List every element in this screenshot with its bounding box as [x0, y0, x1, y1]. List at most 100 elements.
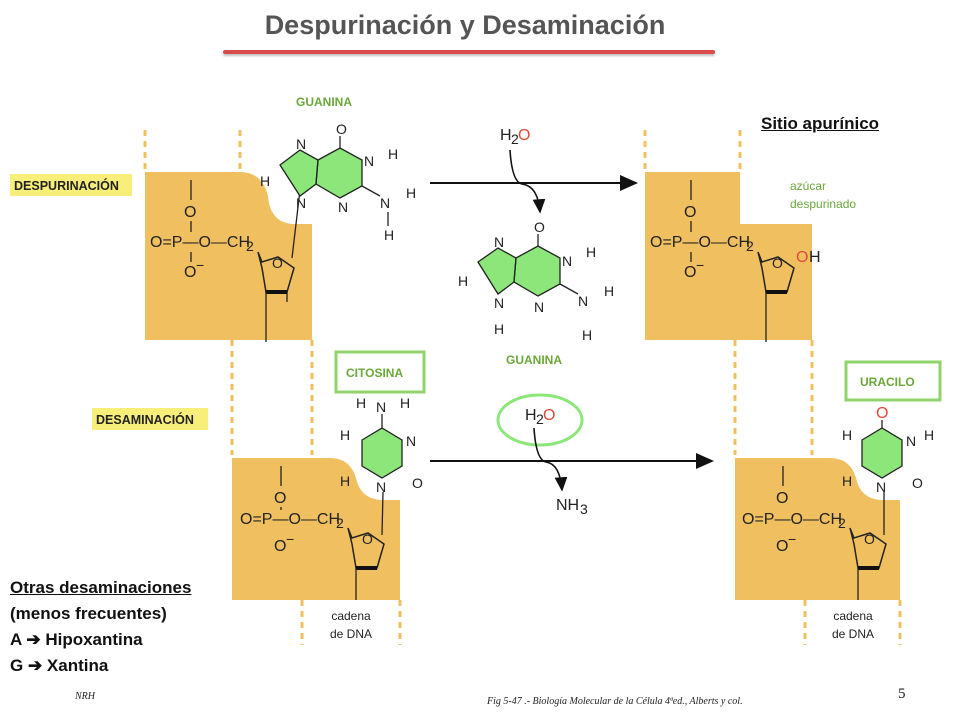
- svg-text:−: −: [696, 257, 704, 273]
- svg-text:O: O: [412, 475, 423, 491]
- svg-text:H: H: [842, 427, 852, 443]
- svg-text:N: N: [406, 433, 416, 449]
- cadena-left-line1: cadena: [331, 609, 371, 623]
- svg-text:H: H: [458, 273, 468, 289]
- svg-text:N: N: [876, 479, 886, 495]
- svg-text:H: H: [924, 427, 934, 443]
- svg-text:O: O: [772, 255, 783, 271]
- svg-text:−: −: [788, 531, 796, 547]
- svg-text:N: N: [296, 195, 306, 211]
- title-underline: [223, 50, 715, 54]
- cadena-left-line2: de DNA: [330, 627, 372, 641]
- svg-text:N: N: [534, 299, 544, 315]
- svg-text:H: H: [582, 327, 592, 343]
- note-heading: Otras desaminaciones: [10, 578, 192, 597]
- svg-text:N: N: [906, 433, 916, 449]
- apurinic-site-callout: Sitio apurínico: [761, 114, 880, 133]
- desaminacion-label-bg: [92, 408, 208, 430]
- desaminacion-label: DESAMINACIÓN: [96, 412, 194, 427]
- svg-text:O=P—O—CH: O=P—O—CH: [240, 511, 340, 528]
- cadena-right-line2: de DNA: [832, 627, 874, 641]
- svg-text:H: H: [356, 395, 366, 411]
- svg-text:2: 2: [536, 411, 544, 427]
- svg-text:O=P—O—CH: O=P—O—CH: [742, 511, 842, 528]
- uracilo-box: [844, 360, 942, 402]
- svg-text:N: N: [494, 234, 504, 250]
- svg-text:2: 2: [336, 515, 344, 531]
- cadena-right-line1: cadena: [833, 609, 873, 623]
- svg-text:O: O: [534, 219, 545, 235]
- note-item-g: G ➔ Xantina: [10, 656, 109, 675]
- svg-text:H: H: [340, 473, 350, 489]
- backbone-bottom-right: [735, 458, 902, 645]
- guanine-free: N N N N H H O H N H H: [458, 219, 614, 343]
- svg-text:H: H: [384, 227, 394, 243]
- svg-text:N: N: [376, 479, 386, 495]
- svg-text:H: H: [494, 321, 504, 337]
- svg-text:2: 2: [838, 515, 846, 531]
- citosina-label: CITOSINA: [346, 366, 403, 380]
- svg-text:O: O: [776, 538, 788, 555]
- phosphate-sugar-top-left: O O=P—O—CH2 O− O: [150, 180, 301, 342]
- svg-text:O: O: [184, 204, 196, 221]
- note-subheading: (menos frecuentes): [10, 604, 167, 623]
- svg-text:O: O: [876, 405, 888, 422]
- phosphate-sugar-top-right: O O=P—O—CH2 O− O O H: [650, 180, 821, 342]
- figure-citation: Fig 5-47 .- Biología Molecular de la Cél…: [487, 696, 743, 707]
- svg-text:H: H: [406, 185, 416, 201]
- svg-text:2: 2: [246, 238, 254, 254]
- svg-text:N: N: [376, 399, 386, 415]
- uracil-ring: O N H N H H O: [842, 405, 934, 495]
- guanina-mid-label: GUANINA: [506, 353, 562, 367]
- cytosine-ring: N H H N N H H O: [340, 395, 423, 495]
- svg-text:O=P—O—CH: O=P—O—CH: [650, 234, 750, 251]
- svg-text:O: O: [796, 249, 808, 266]
- svg-text:O: O: [184, 264, 196, 281]
- svg-text:O: O: [518, 127, 530, 144]
- svg-text:−: −: [286, 531, 294, 547]
- svg-text:H: H: [525, 407, 537, 424]
- svg-text:H: H: [388, 146, 398, 162]
- svg-text:H: H: [586, 244, 596, 260]
- backbone-bottom-left: [232, 458, 402, 645]
- svg-text:O: O: [274, 490, 286, 507]
- svg-text:NH: NH: [556, 497, 579, 514]
- svg-text:H: H: [400, 395, 410, 411]
- uracilo-label: URACILO: [860, 375, 915, 389]
- svg-text:N: N: [364, 153, 374, 169]
- svg-text:H: H: [500, 127, 512, 144]
- svg-text:N: N: [380, 195, 390, 211]
- page-number: 5: [898, 686, 906, 702]
- slide-title: Despurinación y Desaminación: [264, 10, 666, 40]
- azucar-label-line1: azúcar: [790, 179, 826, 193]
- svg-text:O: O: [543, 407, 555, 424]
- author-initials: NRH: [75, 691, 95, 702]
- phosphate-sugar-bottom-left: O O=P—O—CH2 O− O: [240, 466, 385, 600]
- backbone-top-left: [143, 130, 314, 455]
- note-item-a: A ➔ Hipoxantina: [10, 630, 143, 649]
- svg-text:O: O: [684, 204, 696, 221]
- svg-text:O: O: [912, 475, 923, 491]
- citosina-box: [334, 350, 426, 394]
- svg-text:H: H: [809, 249, 821, 266]
- svg-text:N: N: [296, 136, 306, 152]
- guanina-top-label: GUANINA: [296, 95, 352, 109]
- despurinacion-label: DESPURINACIÓN: [14, 178, 119, 193]
- svg-text:H: H: [842, 473, 852, 489]
- svg-text:O=P—O—CH: O=P—O—CH: [150, 234, 250, 251]
- svg-text:H: H: [340, 427, 350, 443]
- svg-text:O: O: [684, 264, 696, 281]
- other-deaminations-note: Otras desaminaciones (menos frecuentes) …: [10, 575, 191, 679]
- svg-text:3: 3: [580, 501, 588, 517]
- svg-text:O: O: [776, 490, 788, 507]
- svg-text:N: N: [562, 253, 572, 269]
- svg-text:O: O: [362, 531, 373, 547]
- water-highlight-ring: [496, 393, 584, 447]
- svg-text:H: H: [604, 283, 614, 299]
- svg-text:2: 2: [511, 131, 519, 147]
- phosphate-sugar-bottom-right: O O=P—O—CH2 O− O: [742, 466, 887, 600]
- svg-text:N: N: [494, 295, 504, 311]
